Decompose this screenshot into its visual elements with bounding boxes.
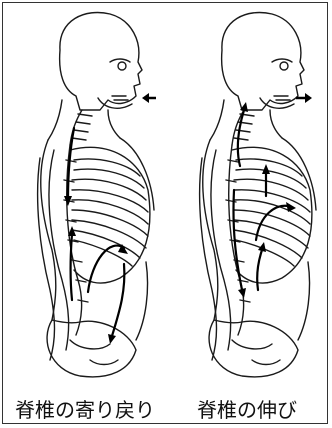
- caption-spine-extension: 脊椎の伸び: [166, 392, 328, 424]
- arrow-pelvis-down: [112, 264, 124, 336]
- arrow-belly: [88, 246, 124, 292]
- back-outline: [203, 140, 218, 320]
- arrow-left-icon: [142, 93, 156, 103]
- arrow-belly-curve: [256, 206, 288, 240]
- right-skeleton-figure: [166, 0, 332, 390]
- ribs: [234, 159, 310, 266]
- left-skeleton-figure: [0, 0, 166, 390]
- caption-spine-return: 脊椎の寄り戻り: [4, 392, 166, 424]
- arrow-lower-back-up: [71, 234, 73, 300]
- ribs: [72, 159, 148, 266]
- back-outline: [41, 140, 56, 320]
- arrow-pelvis-up: [257, 250, 262, 290]
